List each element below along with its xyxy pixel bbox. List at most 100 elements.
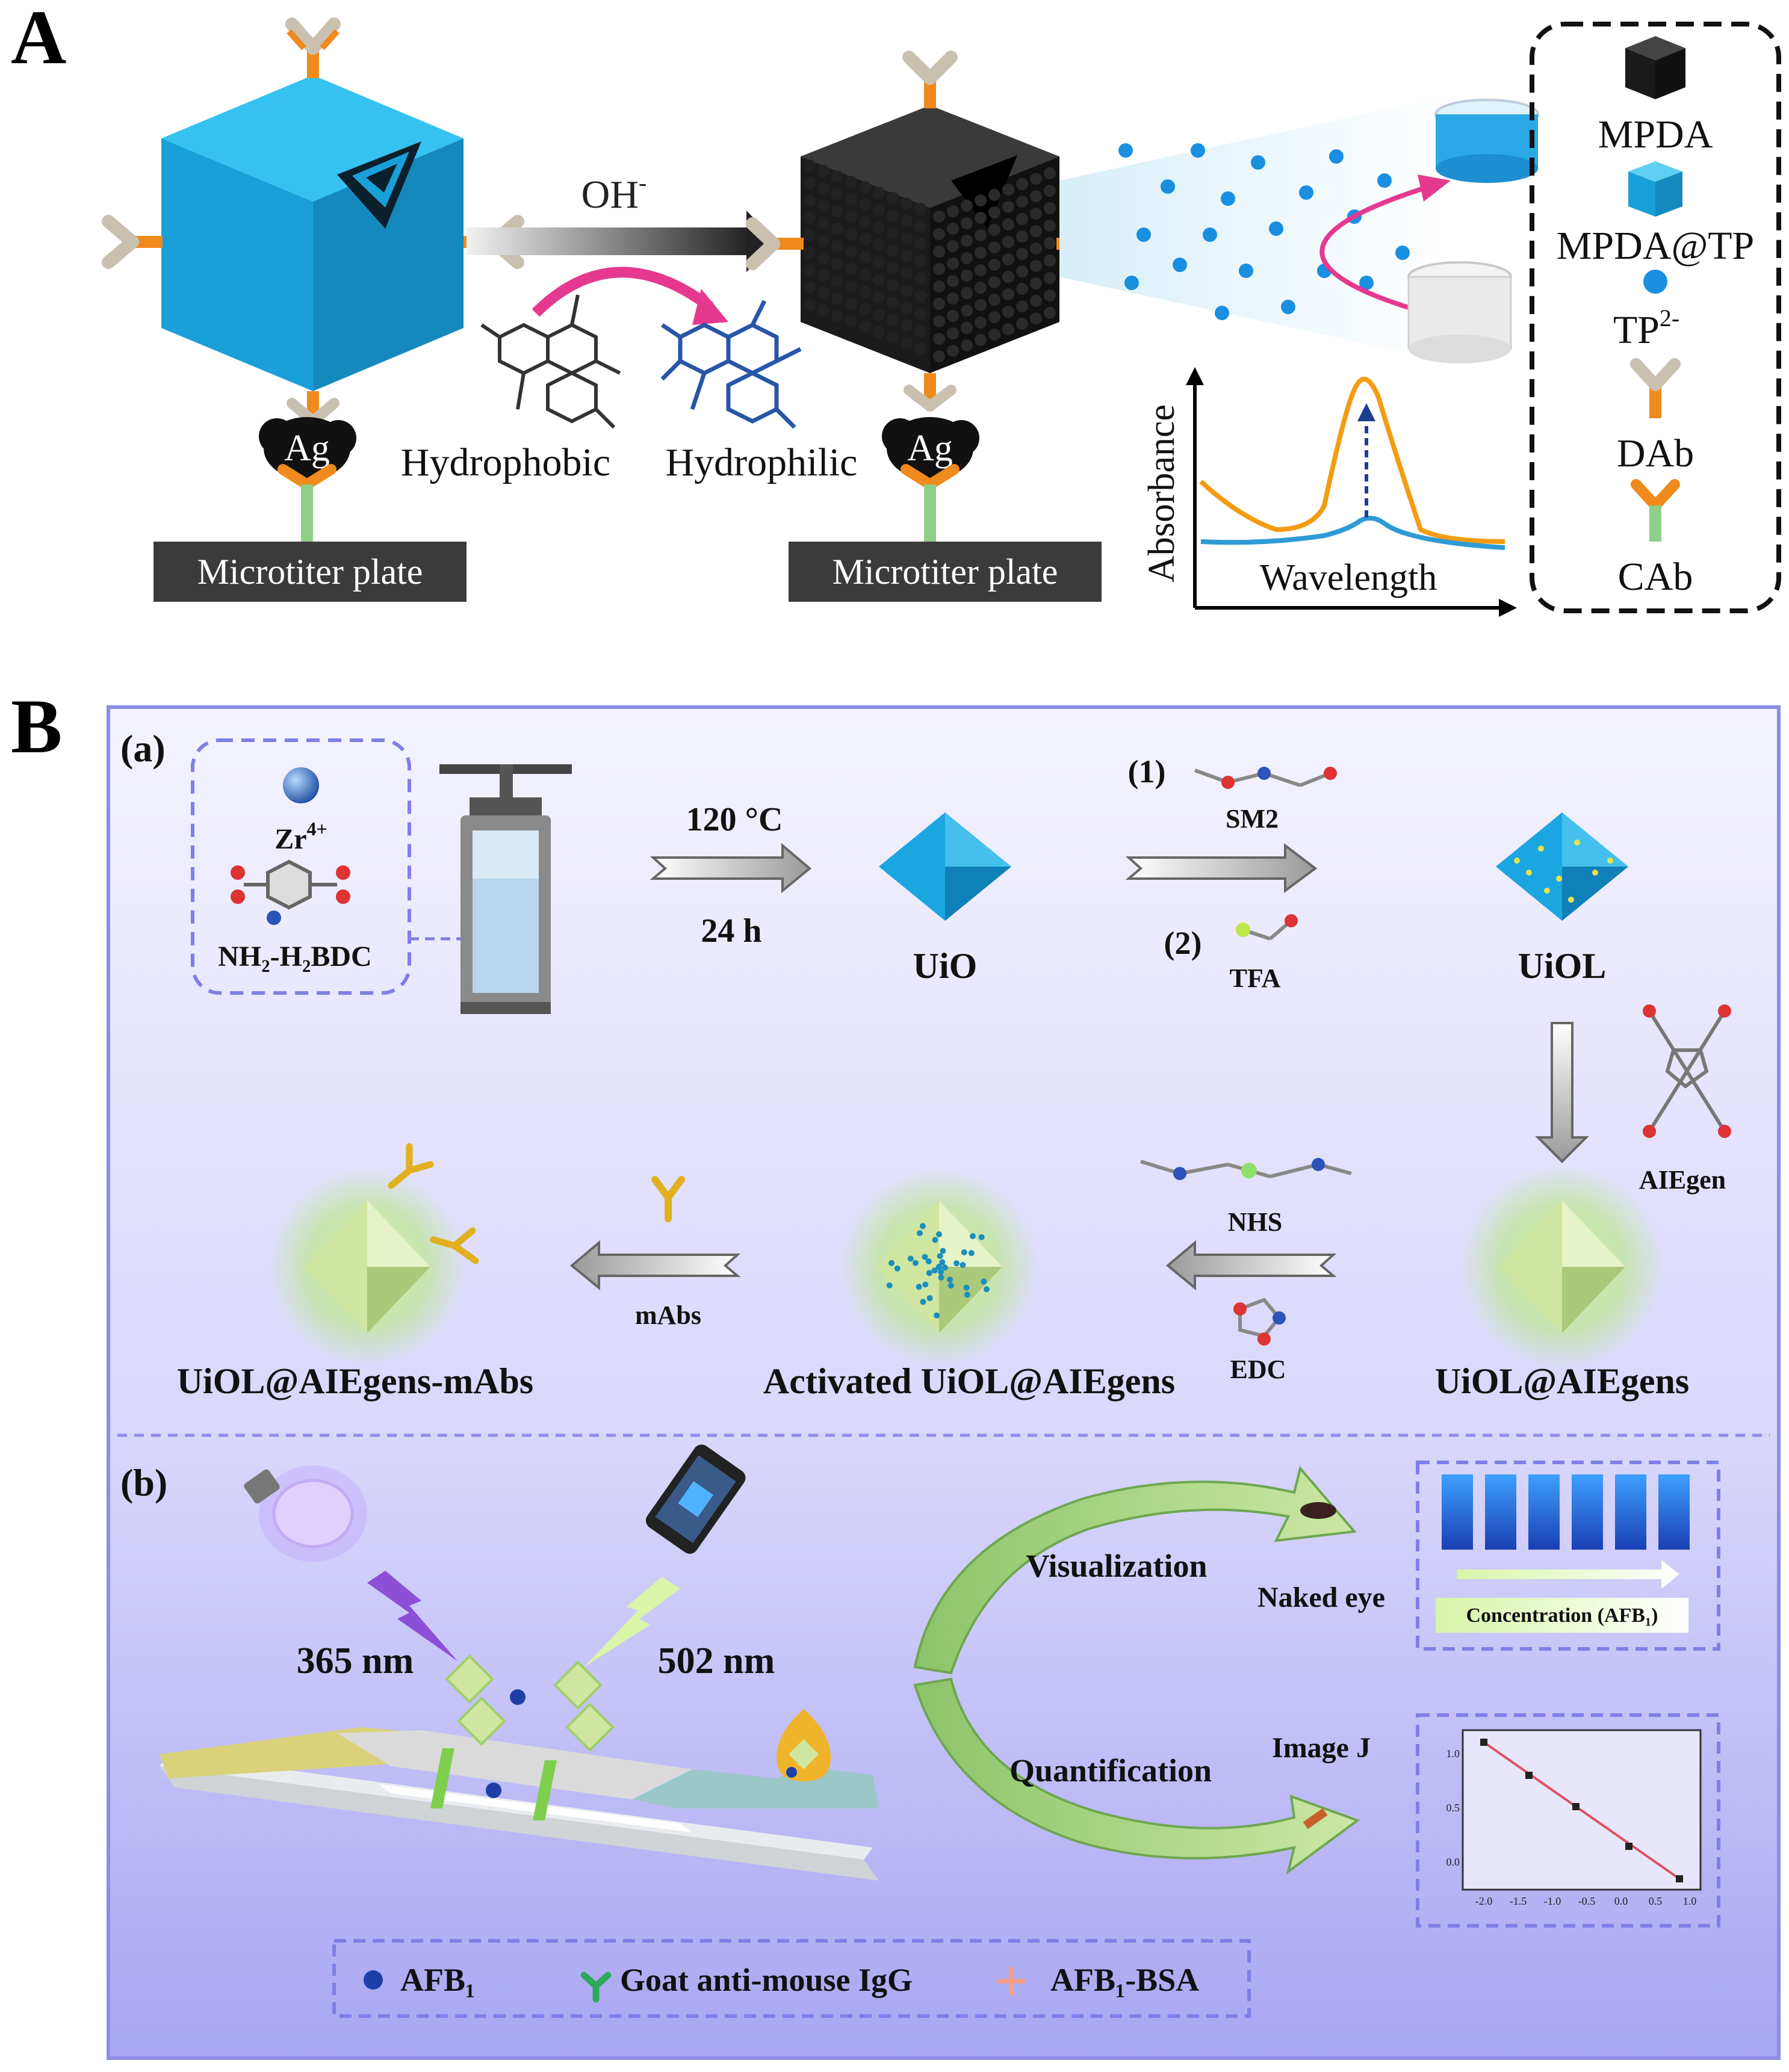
tp-dot [1136, 227, 1151, 242]
cube-sphere [1016, 248, 1028, 260]
visualization-arrow [913, 1465, 1357, 1675]
cube-sphere [831, 240, 843, 252]
bdc-molecule-icon [231, 859, 350, 925]
legend-tp-label: TP2- [1613, 305, 1679, 352]
antigen-right: Ag [882, 417, 979, 480]
cube-sphere [947, 345, 959, 357]
tp-dot [1377, 173, 1392, 188]
cube-sphere [1016, 300, 1028, 312]
cube-sphere [988, 206, 1000, 218]
autoclave-icon [439, 764, 572, 1014]
legend-afb1-icon [364, 1970, 383, 1990]
cube-sphere [887, 297, 899, 309]
cube-sphere [1016, 265, 1028, 277]
cube-sphere [961, 339, 973, 351]
cube-sphere [1002, 323, 1014, 335]
hydrophobic-to-hydrophilic-arrow [532, 267, 714, 317]
cube-sphere [988, 311, 1000, 323]
cube-sphere [845, 246, 857, 258]
cube-sphere [1030, 243, 1042, 255]
cube-sphere [961, 200, 973, 212]
legend-box-b [332, 1939, 1251, 2018]
solvothermal-arrow [650, 843, 812, 894]
absorbance-curve-low [1200, 516, 1505, 550]
ytick: 0.0 [1446, 1856, 1460, 1868]
linker-dot [1556, 876, 1562, 882]
active-site-dot [936, 1231, 942, 1237]
cube-sphere [817, 252, 829, 264]
sub-b-label: (b) [120, 1461, 167, 1504]
strip-image-columns [1442, 1474, 1690, 1550]
tp-dot [1395, 246, 1410, 260]
cube-sphere [859, 216, 871, 228]
xtick: -0.5 [1578, 1895, 1596, 1907]
legend-mpda-icon [1625, 36, 1685, 99]
panel-a-letter: A [11, 0, 66, 80]
calibration-fit-line [1483, 1741, 1681, 1880]
cube-sphere [914, 255, 926, 267]
legend-igg-label: Goat anti-mouse IgG [620, 1962, 913, 1998]
cube-sphere [859, 181, 871, 193]
cube-sphere [817, 270, 829, 282]
cube-sphere [901, 267, 913, 279]
legend-dab-icon [1630, 358, 1681, 418]
legend-cab-icon [1631, 479, 1680, 542]
cube-sphere [975, 299, 987, 311]
nhs-molecule-icon [1140, 1158, 1352, 1180]
legend-mpda-tp-label: MPDA@TP [1557, 224, 1755, 268]
step-1-label: (1) [1128, 753, 1166, 790]
ytick: 0.5 [1446, 1802, 1460, 1814]
active-site-dot [963, 1284, 970, 1291]
cube-sphere [831, 223, 843, 235]
calibration-yticks: 1.0 0.5 0.0 [1446, 1748, 1460, 1868]
xtick: -1.5 [1510, 1895, 1527, 1907]
aiegen-label: AIEgen [1639, 1165, 1726, 1195]
legend-tp-icon [1643, 270, 1667, 294]
temperature-label: 120 °C [686, 801, 783, 838]
tp-dot [1161, 179, 1175, 194]
cube-sphere [1030, 173, 1042, 185]
linker-dot [1568, 897, 1574, 903]
bdc-label: NH₂-H₂BDC [218, 941, 371, 973]
cube-sphere [914, 220, 926, 232]
cube-sphere [887, 332, 899, 344]
cube-sphere [901, 232, 913, 244]
cube-sphere [1002, 271, 1014, 283]
linker-dot [1544, 888, 1550, 894]
cube-sphere [1044, 237, 1056, 249]
afb1-molecule [486, 1783, 501, 1798]
precursor-box [191, 738, 411, 995]
active-site-dot [922, 1254, 928, 1260]
cube-sphere [804, 299, 816, 311]
tp-dot [1329, 149, 1344, 164]
tp-dot [1124, 276, 1139, 290]
active-site-dot [960, 1261, 966, 1268]
tp-dot [1118, 143, 1133, 158]
cube-sphere [1044, 220, 1056, 232]
cube-sphere [845, 315, 857, 327]
cube-sphere [804, 177, 816, 189]
cube-sphere [831, 258, 843, 270]
cube-sphere [1002, 288, 1014, 300]
active-site-dot [984, 1286, 990, 1293]
cube-sphere [887, 244, 899, 256]
cube-sphere [845, 176, 857, 188]
cube-sphere [914, 238, 926, 250]
cube-sphere [1016, 178, 1028, 190]
cube-sphere [804, 212, 816, 224]
reagent-label: OH- [581, 169, 647, 217]
color-change-arrow [1319, 184, 1431, 315]
cube-sphere [961, 252, 973, 264]
cube-sphere [845, 280, 857, 292]
nhs-label: NHS [1228, 1207, 1282, 1237]
cube-sphere [831, 310, 843, 322]
cube-sphere [1030, 260, 1042, 272]
cube-sphere [988, 224, 1000, 236]
hydrophobic-molecule [480, 294, 621, 429]
uv-wavelength-label: 365 nm [297, 1641, 414, 1681]
active-site-dot [941, 1264, 948, 1271]
cube-sphere [873, 291, 885, 303]
cube-sphere [933, 246, 945, 258]
panel-b-letter: B [11, 684, 62, 769]
cube-sphere [1030, 295, 1042, 307]
